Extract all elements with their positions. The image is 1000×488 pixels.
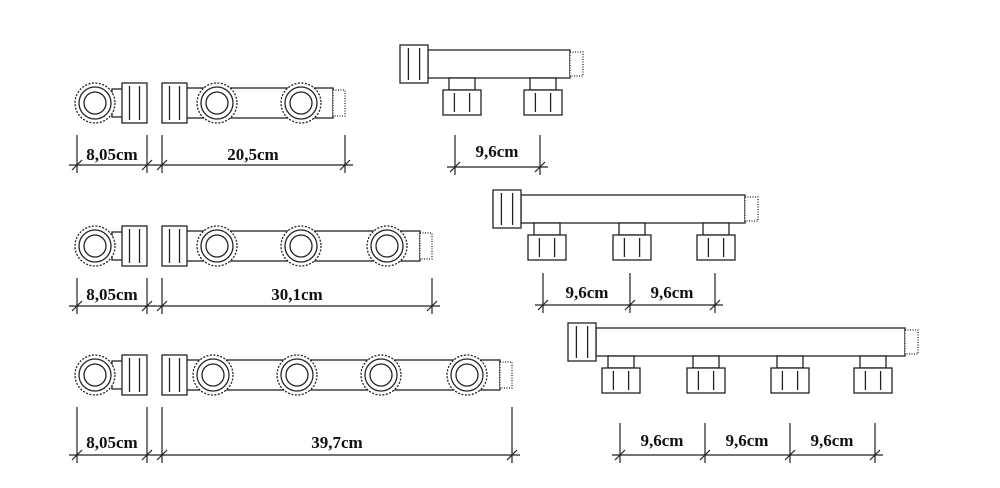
elbow-dimension-tick [141, 300, 153, 312]
outlet-stem-3 [702, 222, 730, 236]
elbow-dimension-tick [141, 449, 153, 461]
manifold-pipe [595, 327, 906, 357]
elbow-coupling-bore [83, 363, 107, 387]
spacing-dimension-tick [869, 449, 881, 461]
outlet-coupling-3-bore [375, 234, 399, 258]
outlet-coupling-3-bore [369, 363, 393, 387]
outlet-coupling-4-bore [455, 363, 479, 387]
outlet-nut-1 [442, 89, 482, 116]
outlet-nut-2 [686, 367, 726, 394]
manifold-inlet-nut [161, 354, 188, 396]
side-3-spacing-label-3: 9,6cm [811, 431, 854, 450]
outlet-stem-3 [776, 355, 804, 369]
elbow-dimension-tick [71, 449, 83, 461]
elbow-dimension-tick [141, 159, 153, 171]
outlet-nut-3 [696, 234, 736, 261]
side-3-spacing-label-2: 9,6cm [726, 431, 769, 450]
elbow-dimension-tick [71, 159, 83, 171]
front-1-length-dimension-label: 20,5cm [227, 145, 278, 164]
outlet-nut-3 [770, 367, 810, 394]
outlet-stem-2 [529, 77, 557, 91]
spacing-dimension-tick [709, 299, 721, 311]
outlet-coupling-1-bore [205, 91, 229, 115]
outlet-stem-1 [533, 222, 561, 236]
manifold-inlet-nut [161, 225, 188, 267]
front-view-1 [69, 82, 353, 173]
manifold-pipe [427, 49, 571, 79]
outlet-coupling-2-bore [289, 91, 313, 115]
outlet-nut-1 [527, 234, 567, 261]
outlet-nut-2 [612, 234, 652, 261]
threaded-end [332, 89, 346, 117]
threaded-end [499, 361, 513, 389]
side-3-spacing-label-1: 9,6cm [641, 431, 684, 450]
spacing-dimension-tick [624, 299, 636, 311]
front-3-elbow-dimension-label: 8,05cm [86, 433, 137, 452]
inlet-nut [567, 322, 597, 362]
length-dimension-tick [156, 159, 168, 171]
side-view-2 [492, 189, 759, 313]
length-dimension-tick [506, 449, 518, 461]
manifold-inlet-nut [161, 82, 188, 124]
front-2-length-dimension-label: 30,1cm [271, 285, 322, 304]
outlet-stem-2 [692, 355, 720, 369]
elbow-coupling-bore [83, 234, 107, 258]
front-1-elbow-dimension-label: 8,05cm [86, 145, 137, 164]
threaded-end [744, 196, 759, 222]
inlet-nut [492, 189, 522, 229]
outlet-stem-1 [448, 77, 476, 91]
length-dimension-tick [156, 449, 168, 461]
side-2-spacing-label-2: 9,6cm [651, 283, 694, 302]
front-3-length-dimension-label: 39,7cm [311, 433, 362, 452]
length-dimension-tick [426, 300, 438, 312]
outlet-coupling-1-bore [201, 363, 225, 387]
outlet-coupling-2-bore [285, 363, 309, 387]
outlet-coupling-2-bore [289, 234, 313, 258]
side-2-spacing-label-1: 9,6cm [566, 283, 609, 302]
front-view-3 [69, 354, 520, 463]
elbow-nut [121, 354, 148, 396]
spacing-dimension-tick [537, 299, 549, 311]
side-view-3 [567, 322, 919, 463]
front-2-elbow-dimension-label: 8,05cm [86, 285, 137, 304]
elbow-nut [121, 82, 148, 124]
length-dimension-tick [339, 159, 351, 171]
outlet-nut-2 [523, 89, 563, 116]
outlet-stem-4 [859, 355, 887, 369]
outlet-nut-1 [601, 367, 641, 394]
elbow-coupling-bore [83, 91, 107, 115]
outlet-nut-4 [853, 367, 893, 394]
elbow-dimension-tick [71, 300, 83, 312]
outlet-coupling-1-bore [205, 234, 229, 258]
front-view-2 [69, 225, 440, 314]
outlet-stem-1 [607, 355, 635, 369]
side-1-spacing-label-1: 9,6cm [476, 142, 519, 161]
spacing-dimension-tick [699, 449, 711, 461]
spacing-dimension-tick [449, 161, 461, 173]
spacing-dimension-tick [784, 449, 796, 461]
threaded-end [904, 329, 919, 355]
length-dimension-tick [156, 300, 168, 312]
elbow-nut [121, 225, 148, 267]
spacing-dimension-tick [534, 161, 546, 173]
threaded-end [419, 232, 433, 260]
threaded-end [569, 51, 584, 77]
inlet-nut [399, 44, 429, 84]
side-view-1 [399, 44, 584, 175]
outlet-stem-2 [618, 222, 646, 236]
manifold-pipe [520, 194, 746, 224]
spacing-dimension-tick [614, 449, 626, 461]
